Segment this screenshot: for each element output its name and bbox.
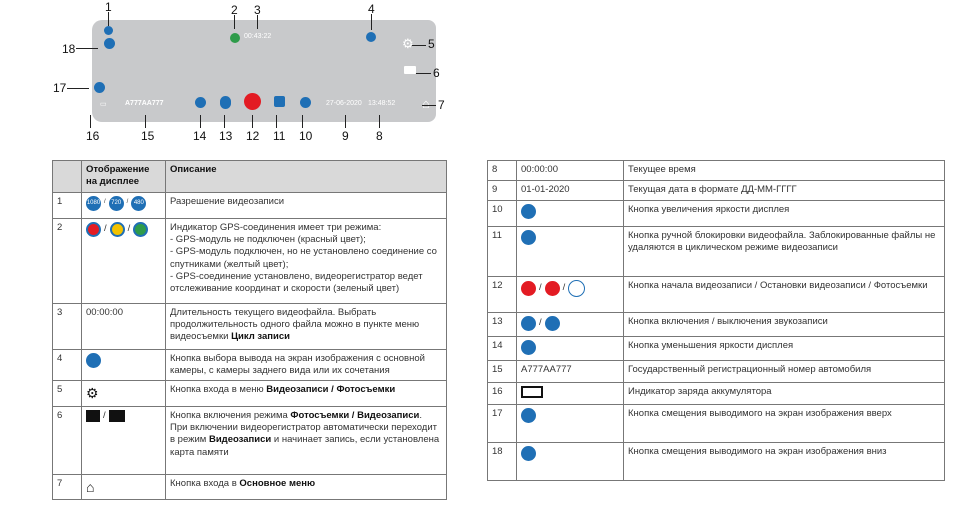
callout-12: 12 <box>246 129 260 143</box>
move-up-icon <box>521 408 536 423</box>
gps-indicator-icon <box>230 33 240 43</box>
callout-16: 16 <box>86 129 100 143</box>
stop-icon <box>544 281 560 296</box>
home-icon: ⌂ <box>86 478 95 495</box>
brightness-up-icon <box>300 97 311 108</box>
callout-13: 13 <box>219 129 233 143</box>
table-row: 5 ⚙ Кнопка входа в меню Видеозаписи / Фо… <box>52 380 447 407</box>
callout-17: 17 <box>53 81 67 95</box>
callout-3: 3 <box>254 3 261 17</box>
resolution-icon <box>104 26 113 35</box>
brightness-down-icon <box>195 97 206 108</box>
table-row: 7 ⌂ Кнопка входа в Основное меню <box>52 473 447 501</box>
screen-date: 27-06-2020 <box>326 100 362 107</box>
callout-1: 1 <box>105 0 112 14</box>
table-row: 6 / Кнопка включения режима Фотосъемки /… <box>52 405 447 475</box>
callout-7: 7 <box>438 98 445 112</box>
record-time: 00:43:22 <box>244 33 272 40</box>
battery-icon: ▭ <box>100 101 107 108</box>
photo-icon <box>86 409 100 422</box>
callout-4: 4 <box>368 2 375 16</box>
move-down-icon <box>104 38 115 49</box>
photo-shutter-icon <box>568 280 586 297</box>
callout-14: 14 <box>193 129 207 143</box>
battery-icon <box>521 386 543 398</box>
table-row: 1 1080/720/480 Разрешение видеозаписи <box>52 191 447 219</box>
record-button-icon <box>244 93 261 110</box>
table-row: 3 00:00:00 Длительность текущего видеофа… <box>52 302 447 350</box>
screen-clock: 13:48:52 <box>368 100 396 107</box>
photo-video-mode-icon <box>404 66 416 74</box>
resolution-icons: 1080/720/480 <box>81 191 166 219</box>
mic-off-icon <box>521 316 536 331</box>
table-row: 13/Кнопка включения / выключения звукоза… <box>487 312 945 337</box>
table-row: 4 Кнопка выбора вывода на экран изображе… <box>52 348 447 382</box>
record-icon <box>521 281 536 296</box>
callout-15: 15 <box>141 129 155 143</box>
header-display: Отображение на дисплее <box>81 160 166 193</box>
header-description: Описание <box>165 160 447 193</box>
mic-on-icon <box>544 316 560 331</box>
dashcam-screen-diagram: ▭ 00:43:22 ⚙ ⌂ A777AA777 27-06-2020 13:4… <box>92 20 436 122</box>
legend-table-left: Отображение на дисплее Описание 1 1080/7… <box>52 160 447 501</box>
home-icon: ⌂ <box>422 96 430 111</box>
callout-9: 9 <box>342 129 349 143</box>
lock-icon <box>521 230 536 245</box>
callout-10: 10 <box>299 129 313 143</box>
microphone-icon <box>220 96 231 109</box>
header-num <box>52 160 82 193</box>
plate-number: A777AA777 <box>125 100 164 107</box>
table-row: 12//Кнопка начала видеозаписи / Остановк… <box>487 276 945 313</box>
callout-6: 6 <box>433 66 440 80</box>
brightness-up-icon <box>521 204 536 219</box>
brightness-down-icon <box>521 340 536 355</box>
gps-icons: // <box>81 217 166 304</box>
table-row: 2 // Индикатор GPS-соединения имеет три … <box>52 217 447 304</box>
callout-5: 5 <box>428 37 435 51</box>
move-up-icon <box>94 82 105 93</box>
camera-switch-icon <box>366 32 376 42</box>
callout-11: 11 <box>273 129 286 143</box>
gear-icon: ⚙ <box>86 385 99 402</box>
settings-gear-icon: ⚙ <box>402 36 414 51</box>
video-icon <box>108 409 125 422</box>
lock-icon <box>274 96 285 107</box>
move-down-icon <box>521 446 536 461</box>
callout-2: 2 <box>231 3 238 17</box>
callout-8: 8 <box>376 129 383 143</box>
callout-18: 18 <box>62 42 76 56</box>
camera-switch-icon <box>86 352 101 368</box>
